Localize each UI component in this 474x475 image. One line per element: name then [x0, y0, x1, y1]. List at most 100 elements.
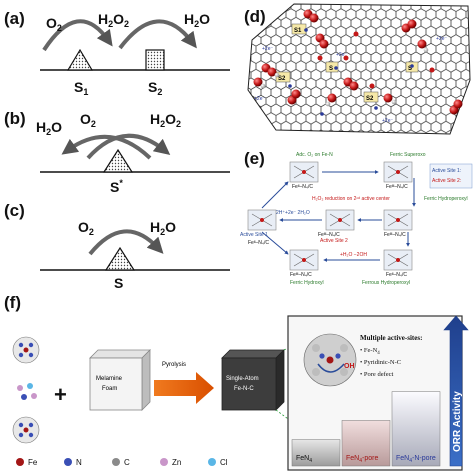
label-mid-left: 2H⁺+2e⁻ 2H₂O [276, 210, 310, 216]
panel-b-arrow-left [61, 134, 152, 160]
panel-b-h2o2: H2O2 [150, 111, 181, 129]
electron-label: +2e⁻ [436, 36, 447, 42]
legend-swatch-fe [16, 458, 24, 466]
panel-a-h2o: H2O [184, 11, 210, 29]
site-item-3: • Pore defect [360, 371, 394, 378]
activity-bar-label: FeN4-N-pore [396, 455, 436, 464]
panels-abc: (a) O2 H2O2 H2O S1 S2 (b) H2O O2 H2O2 S*… [4, 9, 230, 290]
label-active-site-2: Active Site 2 [320, 238, 348, 244]
fe-label: Feᴵᴵ–N₄/C [248, 240, 269, 246]
site-item-2: • Pyridinic-N-C [360, 359, 401, 366]
panel-a-h2o2: H2O2 [98, 11, 129, 29]
activity-bars: FeN4 FeN4-pore FeN4-N-pore [291, 391, 441, 467]
panel-c-o2: O2 [78, 219, 94, 237]
legend-label-fe: Fe [28, 458, 38, 467]
panel-a-o2: O2 [46, 15, 62, 33]
panel-c-s: S [114, 275, 123, 290]
panel-c-h2o: H2O [150, 219, 176, 237]
panel-b-o2: O2 [80, 111, 96, 129]
panel-a-arrow-1 [42, 19, 113, 52]
panel-d-graphene-sheet [247, 3, 471, 135]
electron-label: +2e⁻ [382, 118, 393, 124]
legend-label-c: C [124, 458, 130, 467]
activity-bar [291, 439, 341, 467]
precursor-molecules [12, 336, 40, 444]
legend-site-2: Active Site 2: [432, 178, 461, 184]
legend-site-1: Active Site 1: [432, 168, 461, 174]
activity-bar-label: FeN4-pore [346, 455, 378, 464]
panel-e-molecules [247, 161, 413, 271]
melamine-line1: Melamine [96, 376, 123, 382]
site-item-1: • Fe-N4 [360, 347, 380, 356]
electron-label: +2e⁻ [254, 96, 265, 102]
label-h2o2-reduction: H₂O₂ reduction on 2ⁿᵈ active center [312, 196, 390, 202]
legend-swatch-zn [160, 458, 168, 466]
panel-f: (f) + Melamine Foam Pyrolysis [4, 293, 469, 471]
fe-label: Feᴵᴵ–N₄/C [292, 184, 313, 190]
panel-c-arrow [88, 229, 164, 256]
label-active-site-1: Active Site 1 [240, 232, 268, 238]
legend-label-n: N [76, 458, 82, 467]
melamine-foam-box: Melamine Foam [89, 349, 151, 411]
orr-activity-arrow: ORR Activity [443, 315, 469, 467]
melamine-line2: Foam [102, 386, 117, 392]
panel-d-tag: (d) [244, 7, 266, 26]
site-label: S1 [294, 28, 302, 34]
site-label: S2 [278, 76, 286, 82]
site-label: S' [408, 66, 414, 72]
fe-label: Feᴵᴵᴵ–N₄/C [386, 184, 408, 190]
single-atom-box: Single-Atom Fe-N-C [221, 349, 285, 411]
panel-f-tag: (f) [4, 293, 21, 312]
panel-d-bound-oxygen [317, 31, 435, 89]
single-atom-line2: Fe-N-C [234, 386, 254, 392]
activity-bar [341, 420, 391, 467]
molecule-4 [325, 209, 355, 231]
legend-label-cl: Cl [220, 458, 228, 467]
panel-e-tag: (e) [244, 149, 265, 168]
panel-b-arrow-right [86, 133, 171, 160]
panel-b-h2o: H2O [36, 119, 62, 137]
panel-a-s2: S2 [148, 79, 162, 97]
molecule-7 [383, 249, 413, 271]
panel-b-tag: (b) [4, 109, 26, 128]
panel-b-site [102, 148, 134, 173]
plus-sign: + [54, 382, 67, 407]
pyrolysis-arrow [154, 372, 214, 404]
electron-label: +2e⁻ [336, 52, 347, 58]
multi-sites-title: Multiple active-sites: [360, 334, 422, 342]
panel-d-oxygen-molecules [253, 9, 463, 115]
label-top-right: Ferric Superoxo [390, 152, 426, 158]
label-ferric-hydroxyl: Ferric Hydroxyl [290, 280, 324, 286]
panel-d-site-labels: S1 S2 S S2 S' [275, 23, 419, 103]
legend-swatch-c [112, 458, 120, 466]
legend-label-zn: Zn [172, 458, 181, 467]
electron-label: +2e⁻ [262, 46, 273, 52]
molecule-5 [383, 209, 413, 231]
fe-label: Feᴵᴵᴵ–N₄/C [384, 232, 406, 238]
molecule-6 [289, 249, 319, 271]
panel-d-nitrogen-sites [288, 28, 414, 116]
legend-box [429, 163, 473, 189]
activity-bar-label: FeN4 [296, 455, 312, 464]
zoom-molecule [303, 333, 357, 387]
label-step-bottom: +H₂O −2OH [340, 252, 367, 258]
label-ferrous-hydroperoxyl: Ferrous Hydroperoxyl [362, 280, 410, 286]
panel-d: (d) S1 S2 S S2 S' +2e⁻ +2e⁻ +2e⁻ +2e⁻ +2… [244, 3, 471, 135]
panel-a-arrow-2 [118, 19, 197, 50]
site-label: S [329, 66, 333, 72]
label-top-left: Adс. O₂ on Fe-N [296, 152, 333, 158]
panel-b-s: S* [110, 178, 123, 195]
panel-d-electron-labels: +2e⁻ +2e⁻ +2e⁻ +2e⁻ +2e⁻ [254, 36, 447, 124]
site-label: S2 [366, 96, 374, 102]
legend-swatch-cl [208, 458, 216, 466]
panel-e-fe-labels: Feᴵᴵ–N₄/C Feᴵᴵᴵ–N₄/C Feᴵᴵᴵ–N₄/C Feᴵᴵ–N₄/… [248, 184, 408, 278]
legend-swatch-n [64, 458, 72, 466]
oh-label: OH [344, 363, 355, 370]
panel-a-tag: (a) [4, 9, 25, 28]
molecule-2 [383, 161, 413, 183]
single-atom-line1: Single-Atom [226, 376, 259, 382]
label-ferric-hydroperoxyl: Ferric Hydroperoxyl [424, 196, 468, 202]
panel-e: (e) [240, 149, 473, 286]
panel-e-arrows [261, 170, 416, 262]
panel-c-tag: (c) [4, 201, 25, 220]
